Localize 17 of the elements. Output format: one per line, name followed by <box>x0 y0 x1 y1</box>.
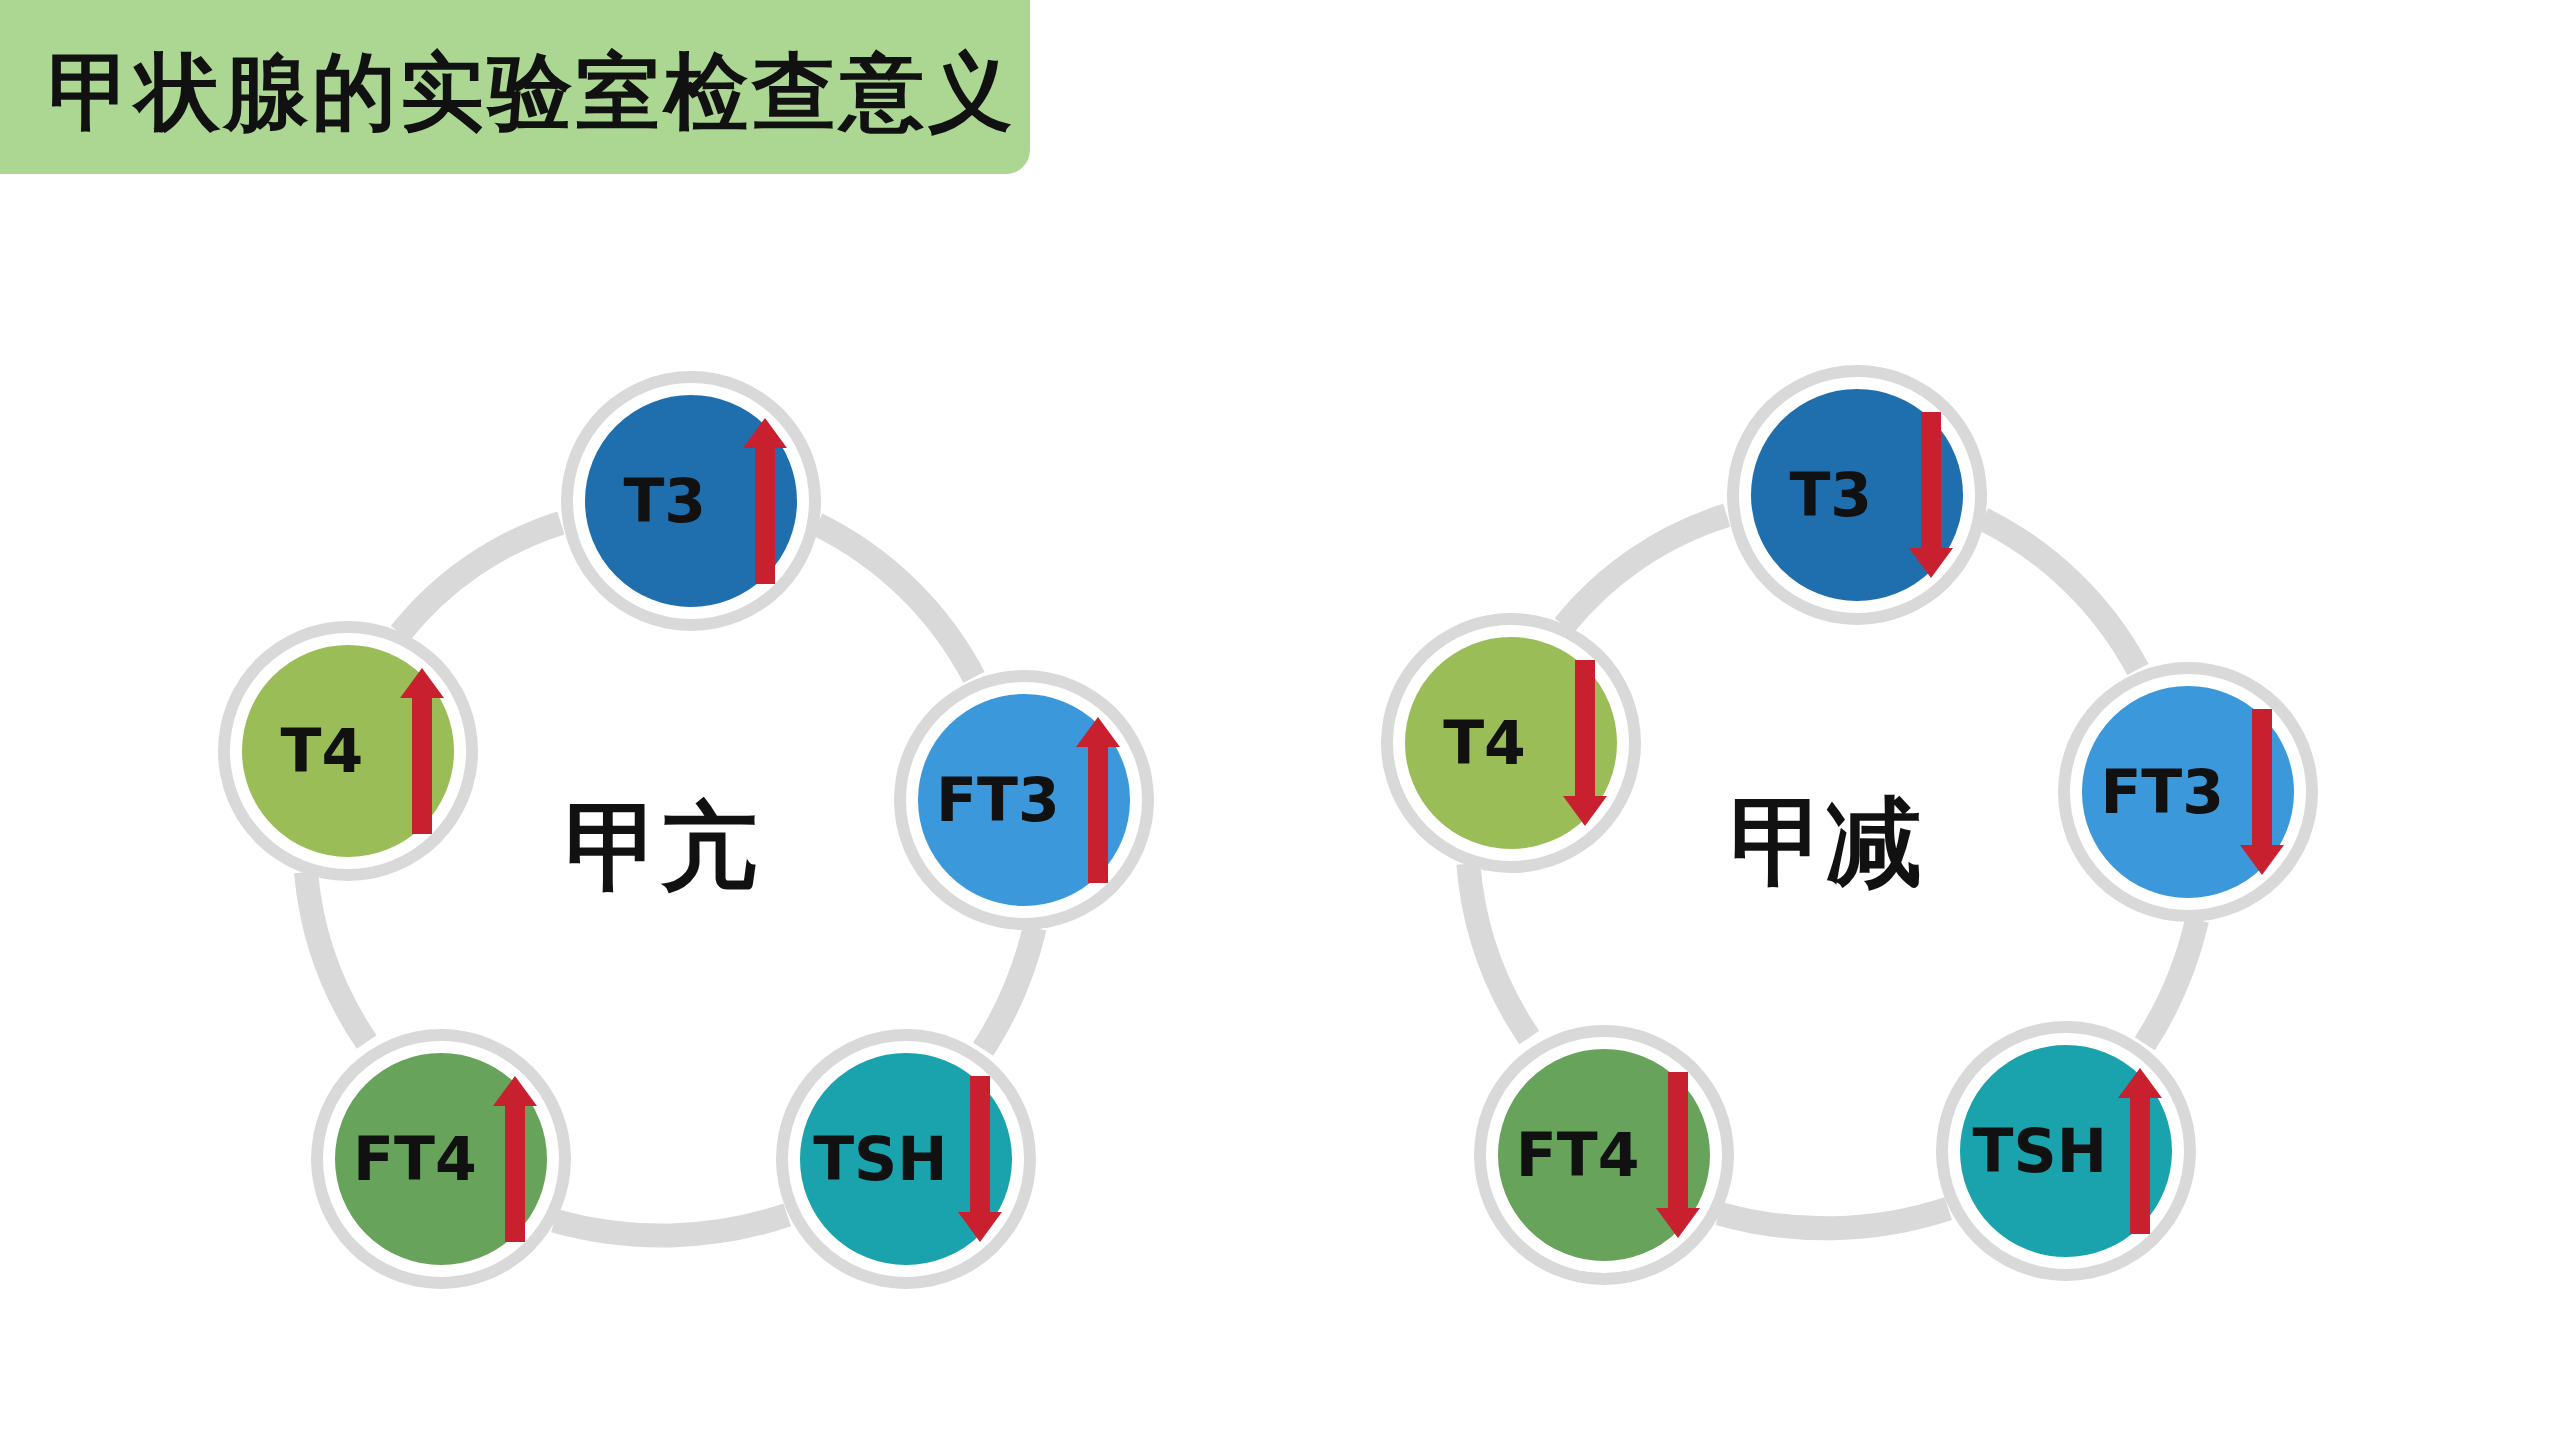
node-label: FT3 <box>2099 757 2226 827</box>
node-label: FT4 <box>1514 1119 1641 1190</box>
center-label: 甲减 <box>1729 785 1922 901</box>
node-label: TSH <box>812 1124 949 1195</box>
center-label: 甲亢 <box>565 790 758 905</box>
node-label: TSH <box>1971 1116 2108 1187</box>
node-label: T4 <box>279 716 365 787</box>
ring-arc <box>1716 1197 1952 1240</box>
node-label: T4 <box>1442 708 1527 778</box>
node-label: T3 <box>1788 459 1874 530</box>
node-label: FT4 <box>352 1124 478 1195</box>
node-label: T3 <box>622 466 708 537</box>
title: 甲状腺的实验室检查意义 <box>48 42 1016 143</box>
ring-arc <box>294 870 378 1049</box>
ring-arc <box>1456 862 1540 1044</box>
node-label: FT3 <box>935 765 1061 836</box>
ring-arc <box>551 1203 791 1248</box>
